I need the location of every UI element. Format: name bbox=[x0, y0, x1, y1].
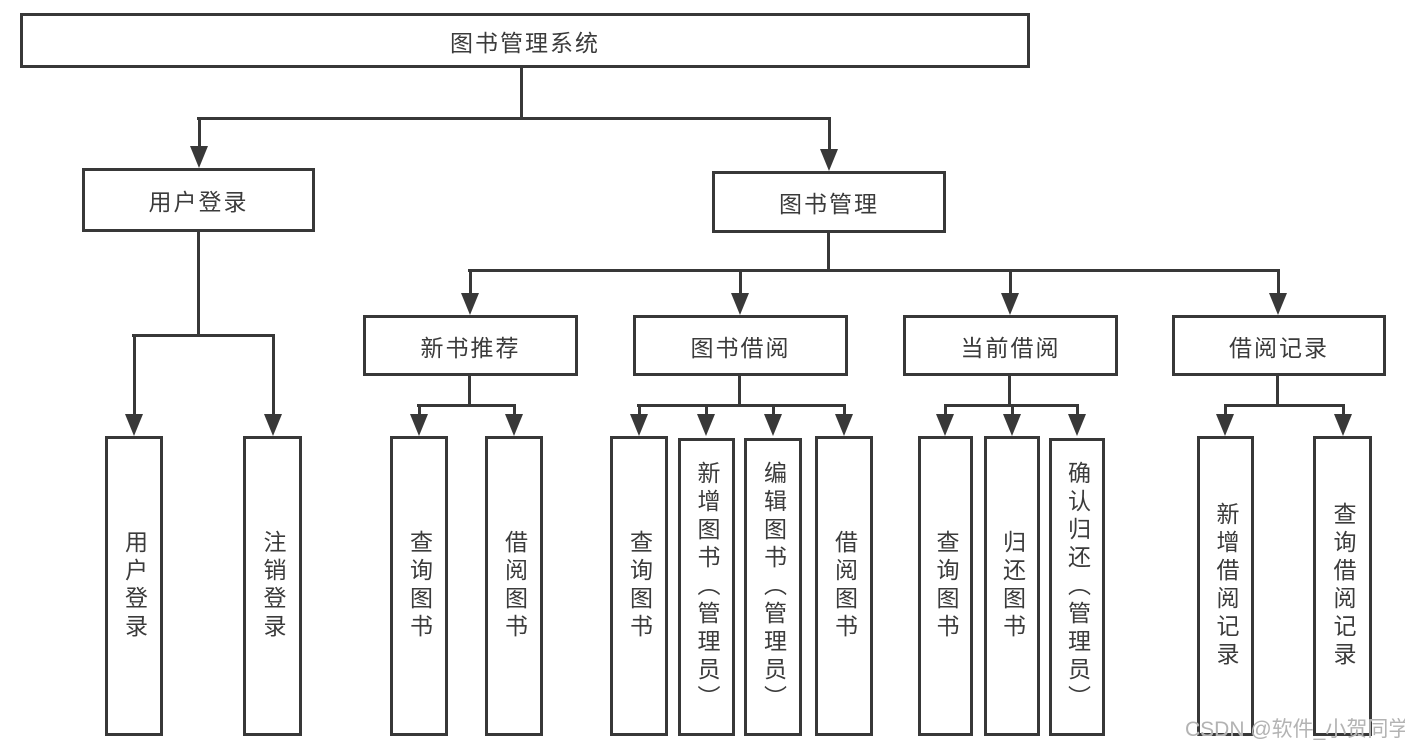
leaf-borrow-books: 借阅图书 bbox=[815, 436, 873, 736]
connector-line bbox=[132, 334, 274, 337]
arrow-down-icon bbox=[410, 414, 428, 436]
arrow-down-icon bbox=[835, 414, 853, 436]
arrow-down-icon bbox=[936, 414, 954, 436]
csdn-watermark: CSDN @软件_小贺同学 bbox=[1185, 718, 1405, 741]
node-label: 当前借阅 bbox=[960, 334, 1061, 361]
connector-line bbox=[1224, 404, 1344, 407]
node-library-management-system: 图书管理系统 bbox=[20, 13, 1030, 68]
node-label: 编辑图书（管理员） bbox=[760, 461, 787, 713]
connector-line bbox=[843, 404, 846, 415]
connector-line bbox=[828, 117, 831, 150]
node-label: 图书借阅 bbox=[690, 334, 791, 361]
leaf-return-books: 归还图书 bbox=[984, 436, 1040, 736]
arrow-down-icon bbox=[1216, 414, 1234, 436]
connector-line bbox=[705, 404, 708, 415]
connector-line bbox=[417, 404, 515, 407]
arrow-down-icon bbox=[1003, 414, 1021, 436]
node-current-borrow: 当前借阅 bbox=[903, 315, 1118, 376]
arrow-down-icon bbox=[820, 149, 838, 171]
connector-line bbox=[637, 404, 845, 407]
node-label: 图书管理 bbox=[779, 191, 879, 217]
node-label: 借阅图书 bbox=[501, 530, 528, 642]
leaf-add-books-admin: 新增图书（管理员） bbox=[678, 438, 735, 736]
leaf-user-login: 用户登录 bbox=[105, 436, 163, 736]
node-label: 归还图书 bbox=[999, 530, 1026, 642]
node-label: 新增图书（管理员） bbox=[694, 461, 720, 713]
arrow-down-icon bbox=[697, 414, 715, 436]
arrow-down-icon bbox=[264, 414, 282, 436]
leaf-confirm-return-admin: 确认归还（管理员） bbox=[1049, 438, 1105, 736]
leaf-logout: 注销登录 bbox=[243, 436, 302, 736]
connector-line bbox=[197, 232, 200, 335]
connector-line bbox=[418, 404, 421, 415]
leaf-query-books-current: 查询图书 bbox=[918, 436, 973, 736]
node-book-management: 图书管理 bbox=[712, 171, 946, 233]
node-label: 确认归还（管理员） bbox=[1064, 461, 1091, 713]
node-label: 新书推荐 bbox=[420, 334, 521, 361]
connector-line bbox=[1009, 269, 1012, 294]
connector-line bbox=[1342, 404, 1345, 415]
leaf-query-borrow-record: 查询借阅记录 bbox=[1313, 436, 1372, 736]
arrow-down-icon bbox=[1001, 293, 1019, 315]
node-label: 用户登录 bbox=[148, 189, 249, 215]
connector-line bbox=[1224, 404, 1227, 415]
leaf-query-books-recommend: 查询图书 bbox=[390, 436, 448, 736]
connector-line bbox=[772, 404, 775, 415]
node-label: 借阅记录 bbox=[1229, 334, 1329, 361]
leaf-add-borrow-record: 新增借阅记录 bbox=[1197, 436, 1254, 736]
node-label: 查询借阅记录 bbox=[1330, 502, 1356, 670]
leaf-borrow-books-recommend: 借阅图书 bbox=[485, 436, 543, 736]
arrow-down-icon bbox=[190, 146, 208, 168]
connector-line bbox=[827, 233, 830, 270]
connector-line bbox=[739, 269, 742, 294]
arrow-down-icon bbox=[1068, 414, 1086, 436]
node-label: 图书管理系统 bbox=[450, 29, 600, 56]
leaf-edit-books-admin: 编辑图书（管理员） bbox=[744, 438, 802, 736]
node-label: 新增借阅记录 bbox=[1213, 502, 1239, 670]
arrow-down-icon bbox=[630, 414, 648, 436]
arrow-down-icon bbox=[461, 293, 479, 315]
node-user-login: 用户登录 bbox=[82, 168, 315, 232]
connector-line bbox=[198, 117, 201, 147]
connector-line bbox=[197, 117, 831, 120]
node-label: 查询图书 bbox=[406, 530, 433, 642]
arrow-down-icon bbox=[1269, 293, 1287, 315]
node-label: 用户登录 bbox=[121, 530, 148, 642]
arrow-down-icon bbox=[505, 414, 523, 436]
connector-line bbox=[468, 376, 471, 405]
connector-line bbox=[272, 334, 275, 415]
connector-line bbox=[1276, 376, 1279, 405]
connector-line bbox=[1008, 376, 1011, 405]
connector-line bbox=[133, 334, 136, 415]
node-label: 查询图书 bbox=[626, 530, 653, 642]
arrow-down-icon bbox=[731, 293, 749, 315]
connector-line bbox=[1011, 404, 1014, 415]
node-label: 查询图书 bbox=[933, 530, 959, 642]
node-label: 注销登录 bbox=[260, 530, 286, 642]
connector-line bbox=[944, 404, 947, 415]
connector-line bbox=[469, 269, 472, 294]
node-label: 借阅图书 bbox=[831, 530, 858, 642]
arrow-down-icon bbox=[1334, 414, 1352, 436]
connector-line bbox=[1076, 404, 1079, 415]
connector-line bbox=[468, 269, 1280, 272]
node-borrow-records: 借阅记录 bbox=[1172, 315, 1386, 376]
leaf-query-books-borrow: 查询图书 bbox=[610, 436, 668, 736]
node-book-borrow: 图书借阅 bbox=[633, 315, 848, 376]
connector-line bbox=[520, 68, 523, 118]
node-new-book-recommend: 新书推荐 bbox=[363, 315, 578, 376]
connector-line bbox=[738, 376, 741, 405]
connector-line bbox=[513, 404, 516, 415]
arrow-down-icon bbox=[764, 414, 782, 436]
arrow-down-icon bbox=[125, 414, 143, 436]
connector-line bbox=[1277, 269, 1280, 294]
connector-line bbox=[638, 404, 641, 415]
